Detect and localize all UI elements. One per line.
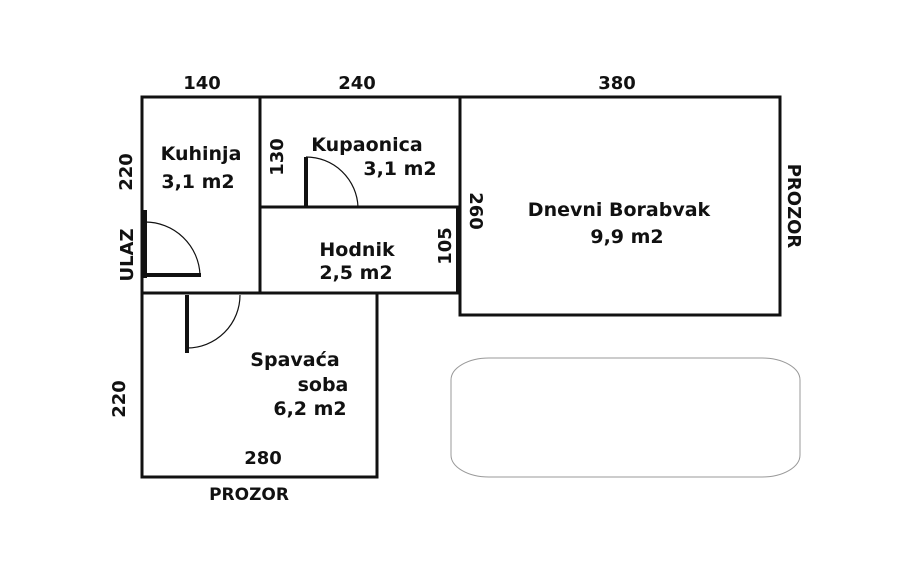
terrace-outline	[450, 357, 801, 478]
kupaonica-door	[304, 156, 359, 208]
spavaca-walls	[140, 291, 379, 479]
window-label-right: PROZOR	[783, 164, 804, 249]
spavaca-door	[185, 294, 241, 353]
room-area-spavaca: 6,2 m2	[273, 398, 346, 420]
dim-dnevni-height: 260	[465, 192, 486, 230]
dim-top-dnevni: 380	[598, 73, 636, 94]
entrance-label: ULAZ	[117, 228, 138, 281]
room-name-spavaca-2: soba	[298, 374, 349, 396]
room-area-kupaonica: 3,1 m2	[363, 158, 436, 180]
room-name-kupaonica: Kupaonica	[311, 134, 423, 156]
dim-left-kuhinja: 220	[116, 153, 137, 191]
room-name-spavaca: Spavaća	[250, 349, 339, 371]
room-area-kuhinja: 3,1 m2	[161, 171, 234, 193]
entrance-door	[143, 210, 201, 278]
dim-left-spavaca: 220	[109, 380, 130, 418]
window-label-bottom: PROZOR	[209, 485, 289, 505]
room-name-dnevni: Dnevni Borabvak	[528, 199, 711, 221]
dnevni-walls	[458, 95, 782, 317]
room-area-hodnik: 2,5 m2	[319, 262, 392, 284]
dim-hodnik-height: 105	[435, 227, 456, 265]
room-area-dnevni: 9,9 m2	[590, 226, 663, 248]
dim-top-kupaonica: 240	[338, 73, 376, 94]
dim-bottom-spavaca: 280	[244, 448, 282, 469]
room-name-kuhinja: Kuhinja	[161, 143, 242, 165]
room-name-hodnik: Hodnik	[319, 239, 395, 261]
kuhinja-walls	[140, 95, 262, 295]
dim-kupaonica-height: 130	[267, 138, 288, 176]
dim-top-kuhinja: 140	[183, 73, 221, 94]
